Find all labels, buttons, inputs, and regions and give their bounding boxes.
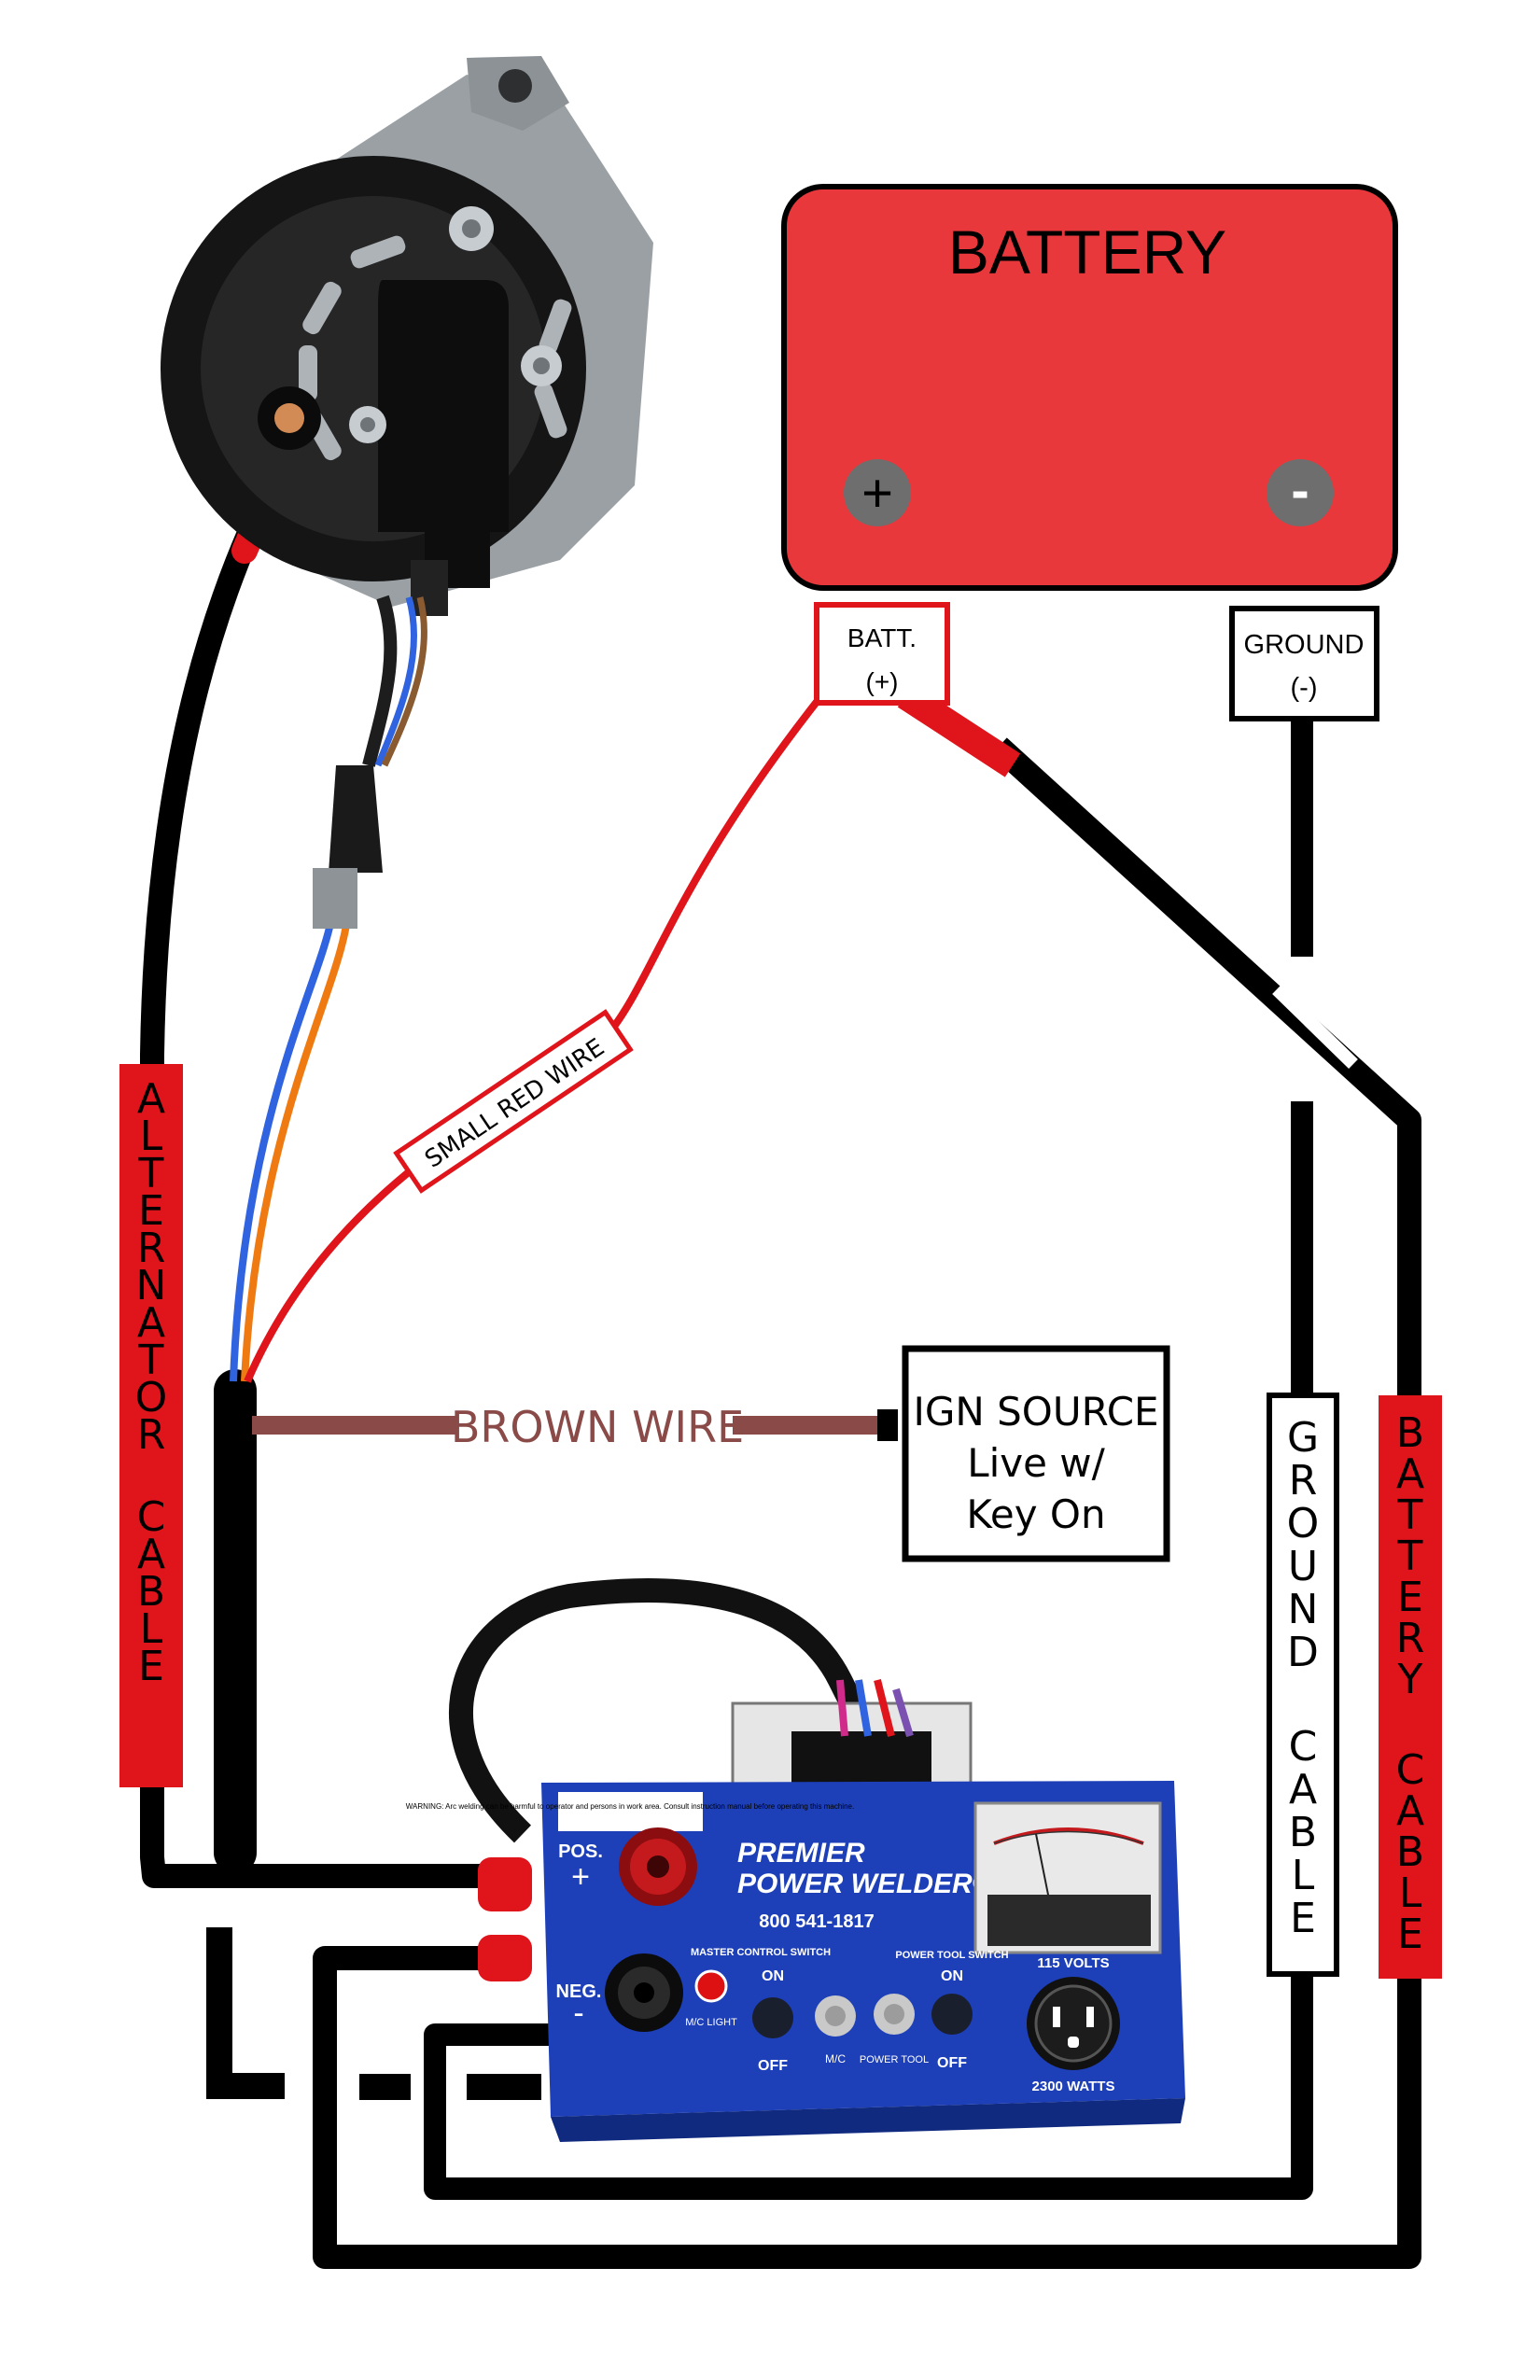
warning-text: WARNING: Arc welding can be harmful to o… [406,1802,854,1811]
svg-text:SMALL RED WIRE: SMALL RED WIRE [420,1033,609,1173]
power-welder: WARNING: Arc welding can be harmful to o… [406,1578,1185,2142]
svg-text:GROUND: GROUND [1244,630,1365,660]
brand-line2: POWER WELDER® [737,1869,994,1899]
connector-plug [329,765,383,873]
neg-label: NEG. [556,1981,602,2002]
svg-text:BATT.: BATT. [847,623,917,652]
battery-negative-terminal: - [1267,459,1334,526]
svg-text:POWER TOOL: POWER TOOL [860,2054,929,2065]
phone-number: 800 541-1817 [759,1911,874,1932]
svg-text:(-): (-) [1291,673,1318,703]
svg-text:-: - [573,1995,583,2031]
welder-harness [449,1578,879,1843]
pos-cable-cap [478,1857,532,1911]
master-switch-label: MASTER CONTROL SWITCH [691,1947,831,1958]
ac-outlet[interactable] [1027,1977,1120,2070]
battery-positive-terminal: + [844,459,911,526]
negative-terminal[interactable] [605,1953,683,2032]
svg-text:BROWN WIRE: BROWN WIRE [451,1402,744,1452]
minus-sign: - [1291,460,1309,521]
ign-source-box: IGN SOURCE Live w/ Key On [902,1345,1170,1562]
positive-terminal[interactable] [619,1827,697,1906]
power-tool-switch[interactable] [931,1994,973,2035]
brown-wire-label: BROWN WIRE [451,1400,744,1452]
svg-text:IGN SOURCE: IGN SOURCE [913,1389,1158,1435]
mc-fuse-knob[interactable] [815,1995,856,2037]
power-tool-switch-label: POWER TOOL SWITCH [895,1950,1008,1961]
svg-text:OFF: OFF [758,2058,788,2074]
svg-text:Live w/: Live w/ [967,1440,1105,1486]
batt-positive-label: BATT. (+) [814,602,950,706]
power-tool-fuse-knob[interactable] [874,1994,915,2035]
neg-cable-cap [478,1935,532,1981]
brand-line1: PREMIER [737,1838,865,1869]
ground-negative-label: GROUND (-) [1229,606,1379,721]
small-red-wire-label: SMALL RED WIRE [393,1009,634,1194]
svg-text:M/C LIGHT: M/C LIGHT [685,2017,737,2028]
battery-cable-red-end [897,683,1021,777]
battery-title: BATTERY [948,217,1226,287]
watts-label: 2300 WATTS [1032,2079,1115,2094]
volt-meter [973,1801,1162,1954]
mc-light [694,1969,728,2003]
svg-text:M/C: M/C [825,2052,846,2065]
plus-sign: + [861,463,893,524]
svg-text:(+): (+) [866,667,899,696]
alternator [161,56,653,929]
volts-label: 115 VOLTS [1037,1955,1109,1971]
pos-label: POS. [558,1841,603,1862]
battery: BATTERY + - [781,184,1398,591]
master-switch[interactable] [752,1997,793,2038]
svg-text:OFF: OFF [937,2055,967,2071]
svg-text:Key On: Key On [966,1491,1105,1537]
orange-wire [241,918,351,1382]
svg-text:ON: ON [762,1968,784,1984]
blue-wire [230,918,335,1382]
svg-text:ON: ON [941,1968,963,1984]
svg-text:+: + [571,1859,590,1895]
cable-segment-left [206,1927,285,2099]
small-red-wire [244,699,820,1383]
